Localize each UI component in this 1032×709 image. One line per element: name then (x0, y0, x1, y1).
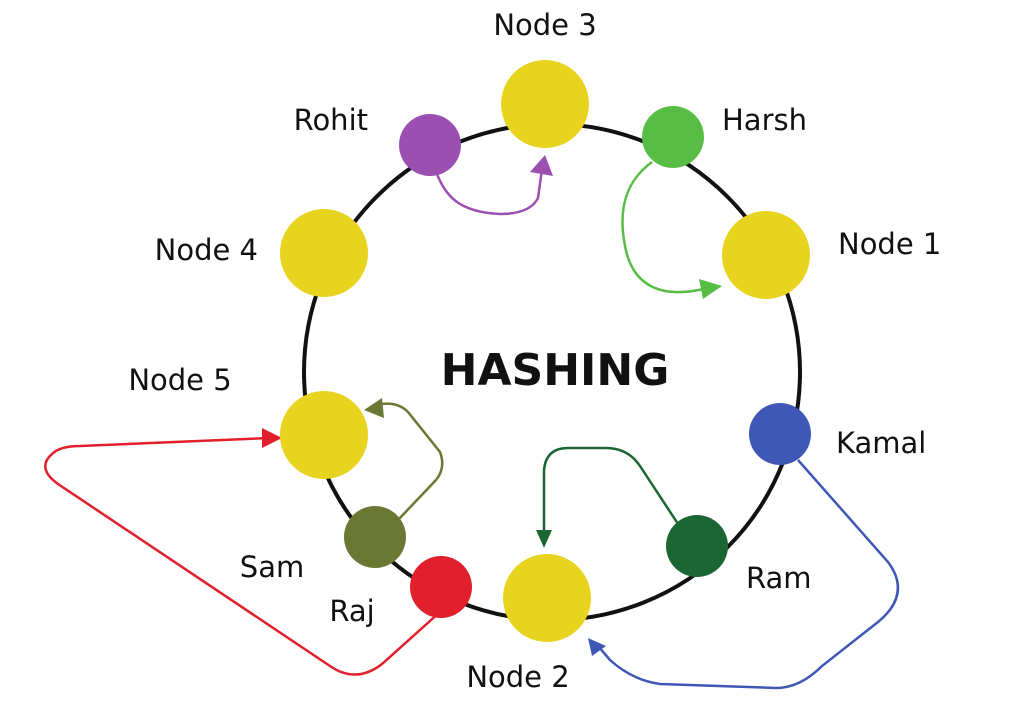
kamal-key-circle[interactable] (749, 403, 811, 465)
rohit-arrow-head (530, 155, 553, 176)
raj-arrow-head (262, 428, 282, 448)
server-nodes (280, 60, 810, 642)
raj-key-circle[interactable] (410, 556, 472, 618)
ram-label: Ram (746, 561, 812, 595)
node-3-circle[interactable] (501, 60, 589, 148)
harsh-label: Harsh (722, 103, 807, 137)
raj-to-node-5-arrow (44, 436, 441, 676)
harsh-arrow-head (699, 279, 722, 299)
rohit-key-circle[interactable] (399, 114, 461, 176)
harsh-key-circle[interactable] (642, 106, 704, 168)
key-circles (344, 106, 811, 618)
kamal-to-node-2-arrow (597, 459, 900, 690)
sam-to-node-5-arrow (371, 402, 444, 521)
sam-key-circle[interactable] (344, 506, 406, 568)
node-5-circle[interactable] (280, 391, 368, 479)
node-1-label: Node 1 (838, 227, 941, 261)
node-4-circle[interactable] (280, 209, 368, 297)
harsh-to-node-1-arrow (621, 160, 709, 294)
ram-arrow-head (536, 530, 552, 548)
node-2-circle[interactable] (503, 554, 591, 642)
kamal-label: Kamal (836, 426, 926, 460)
sam-arrow-head (364, 398, 384, 418)
node-2-label: Node 2 (466, 660, 569, 694)
ram-to-node-2-arrow (542, 446, 684, 538)
sam-label: Sam (240, 550, 304, 584)
diagram-title: HASHING (441, 345, 670, 396)
node-5-label: Node 5 (128, 363, 231, 397)
ram-key-circle[interactable] (666, 515, 728, 577)
node-1-circle[interactable] (722, 211, 810, 299)
node-3-label: Node 3 (493, 8, 596, 42)
raj-label: Raj (329, 594, 374, 628)
kamal-arrow-head (588, 638, 606, 656)
rohit-label: Rohit (294, 103, 368, 137)
key-mapping-arrows (44, 155, 900, 690)
node-4-label: Node 4 (155, 233, 258, 267)
rohit-to-node-3-arrow (434, 161, 545, 216)
